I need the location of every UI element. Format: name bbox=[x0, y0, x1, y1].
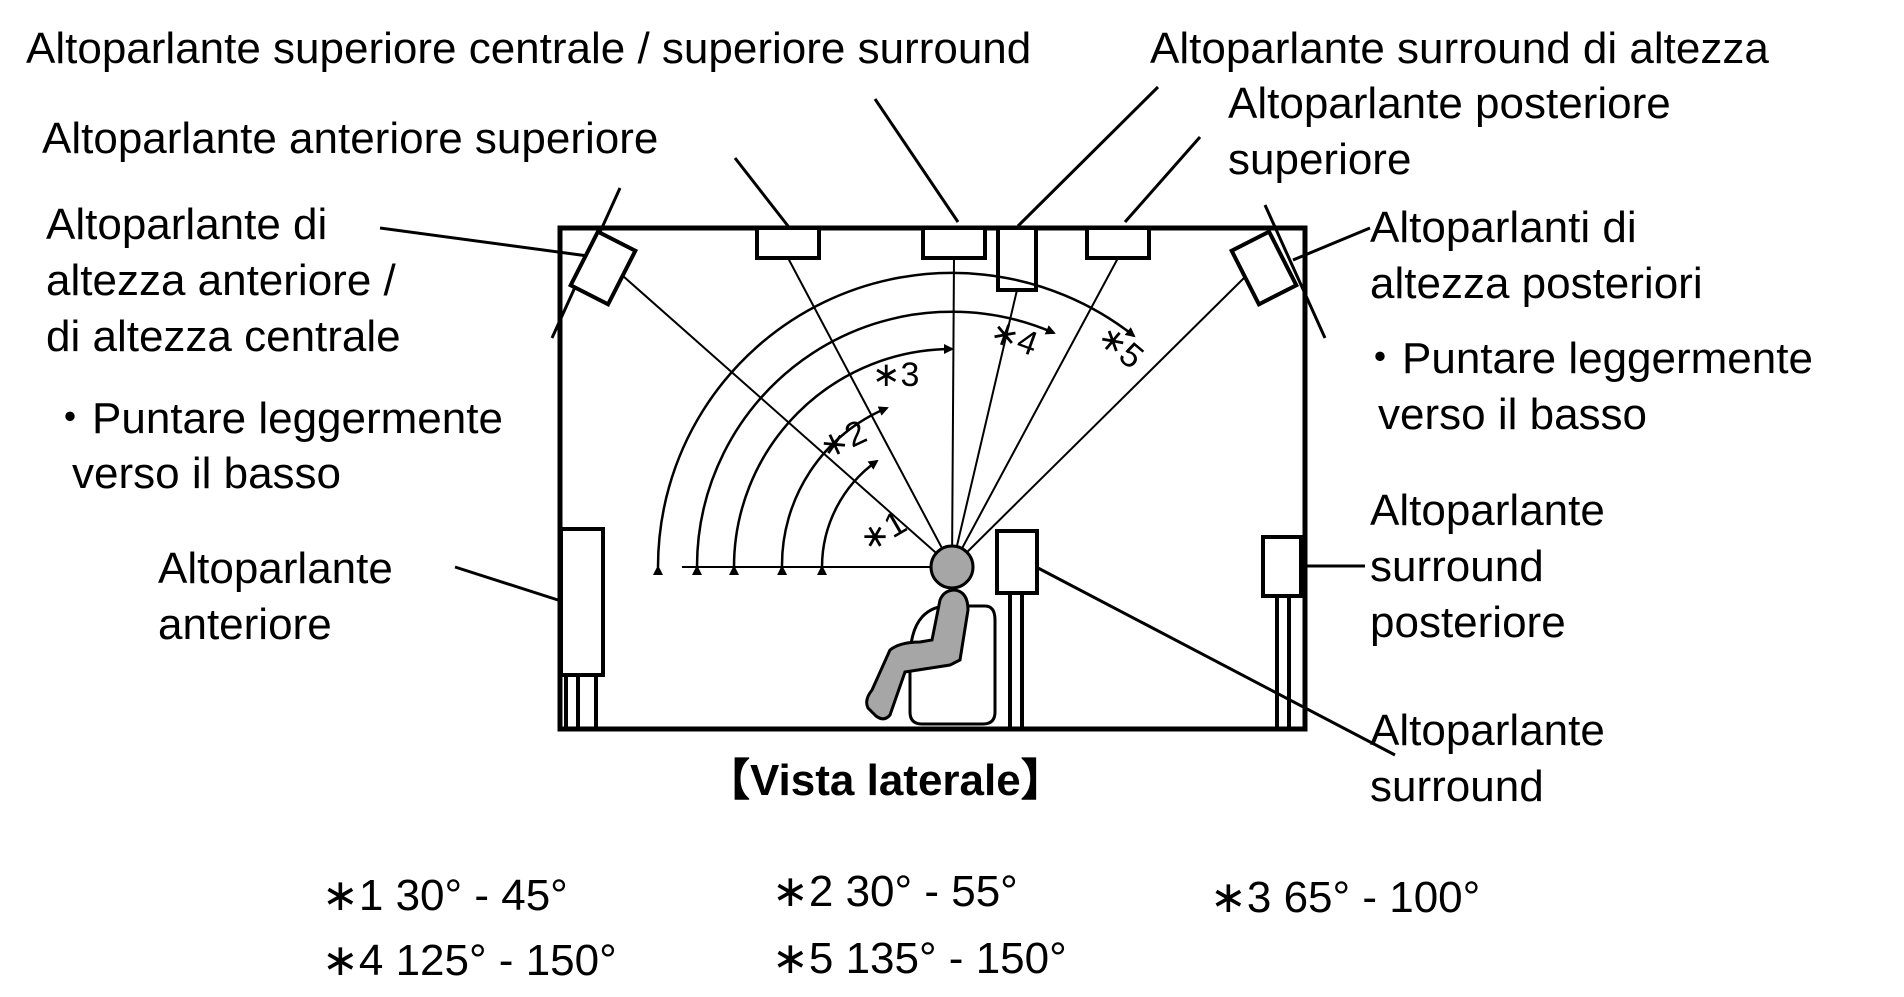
label-rear-height-1: Altoparlanti di bbox=[1370, 203, 1637, 252]
label-front-top: Altoparlante anteriore superiore bbox=[42, 114, 659, 163]
speaker-rear-top bbox=[1085, 226, 1151, 260]
angle-mark-4: ∗4 bbox=[985, 312, 1043, 364]
label-surround-back-2: surround bbox=[1370, 542, 1544, 591]
angle-note-range: 125° - 150° bbox=[395, 936, 617, 985]
listener-body bbox=[865, 588, 970, 721]
listener bbox=[865, 544, 997, 726]
leader-surround-height bbox=[1016, 85, 1160, 228]
angle-note-4: ∗4 125° - 150° bbox=[322, 935, 617, 987]
view-title: 【Vista laterale】 bbox=[706, 756, 1065, 805]
label-front-height-1: Altoparlante di bbox=[46, 200, 328, 249]
leader-rear-top bbox=[1123, 136, 1202, 223]
angle-note-range: 135° - 150° bbox=[845, 934, 1067, 983]
speaker-front bbox=[559, 527, 605, 677]
label-top-center-surround: Altoparlante superiore centrale / superi… bbox=[26, 24, 1032, 73]
angle-note-range: 30° - 55° bbox=[845, 867, 1018, 916]
speaker-front-height bbox=[567, 229, 639, 307]
arc-5 bbox=[652, 271, 1136, 576]
speaker-surround bbox=[995, 529, 1039, 595]
label-front-height-note-1: ・Puntare leggermente bbox=[48, 394, 503, 443]
angle-note-range: 65° - 100° bbox=[1283, 873, 1481, 922]
label-front-height-note-2: verso il basso bbox=[72, 449, 342, 498]
leader-rear-height bbox=[1292, 226, 1371, 262]
label-front-2: anteriore bbox=[158, 600, 332, 649]
angle-line-top-center bbox=[951, 257, 955, 568]
speaker-front-top bbox=[755, 226, 821, 260]
leader-front-top bbox=[733, 157, 790, 227]
label-surround-back-1: Altoparlante bbox=[1370, 486, 1605, 535]
angle-note-mark: ∗5 bbox=[772, 934, 834, 983]
angle-note-mark: ∗3 bbox=[1210, 873, 1272, 922]
angle-mark-1: ∗1 bbox=[853, 503, 913, 560]
label-surround-back-3: posteriore bbox=[1370, 598, 1566, 647]
angle-note-1: ∗1 30° - 45° bbox=[322, 870, 568, 922]
angle-note-mark: ∗4 bbox=[322, 936, 384, 985]
angle-note-mark: ∗1 bbox=[322, 871, 384, 920]
label-rear-height-note-1: ・Puntare leggermente bbox=[1358, 334, 1813, 383]
label-front-height-3: di altezza centrale bbox=[46, 312, 401, 361]
leader-surround bbox=[1037, 566, 1396, 757]
aim-line-rear-height bbox=[1263, 204, 1327, 339]
label-front-1: Altoparlante bbox=[158, 544, 393, 593]
leader-front bbox=[454, 565, 559, 602]
angle-note-range: 30° - 45° bbox=[395, 871, 568, 920]
label-rear-top-1: Altoparlante posteriore bbox=[1228, 79, 1671, 128]
label-surround-2: surround bbox=[1370, 762, 1544, 811]
label-rear-top-2: superiore bbox=[1228, 135, 1412, 184]
speaker-surround-back bbox=[1261, 535, 1303, 598]
angle-note-5: ∗5 135° - 150° bbox=[772, 933, 1067, 985]
angle-note-2: ∗2 30° - 55° bbox=[772, 866, 1018, 918]
angle-note-3: ∗3 65° - 100° bbox=[1210, 872, 1480, 924]
angle-note-mark: ∗2 bbox=[772, 867, 834, 916]
speaker-top-center bbox=[921, 226, 987, 260]
label-front-height-2: altezza anteriore / bbox=[46, 256, 396, 305]
speaker-rear-height bbox=[1228, 229, 1300, 307]
leader-front-height bbox=[379, 226, 589, 258]
angle-mark-5: ∗5 bbox=[1090, 317, 1151, 377]
angle-line-rear-top bbox=[951, 257, 1119, 568]
listener-head bbox=[929, 544, 975, 590]
label-surround-height: Altoparlante surround di altezza bbox=[1150, 24, 1769, 73]
label-surround-1: Altoparlante bbox=[1370, 706, 1605, 755]
leader-top-center bbox=[873, 98, 960, 223]
angle-mark-3: ∗3 bbox=[872, 356, 919, 394]
label-rear-height-note-2: verso il basso bbox=[1378, 390, 1648, 439]
label-rear-height-2: altezza posteriori bbox=[1370, 259, 1703, 308]
